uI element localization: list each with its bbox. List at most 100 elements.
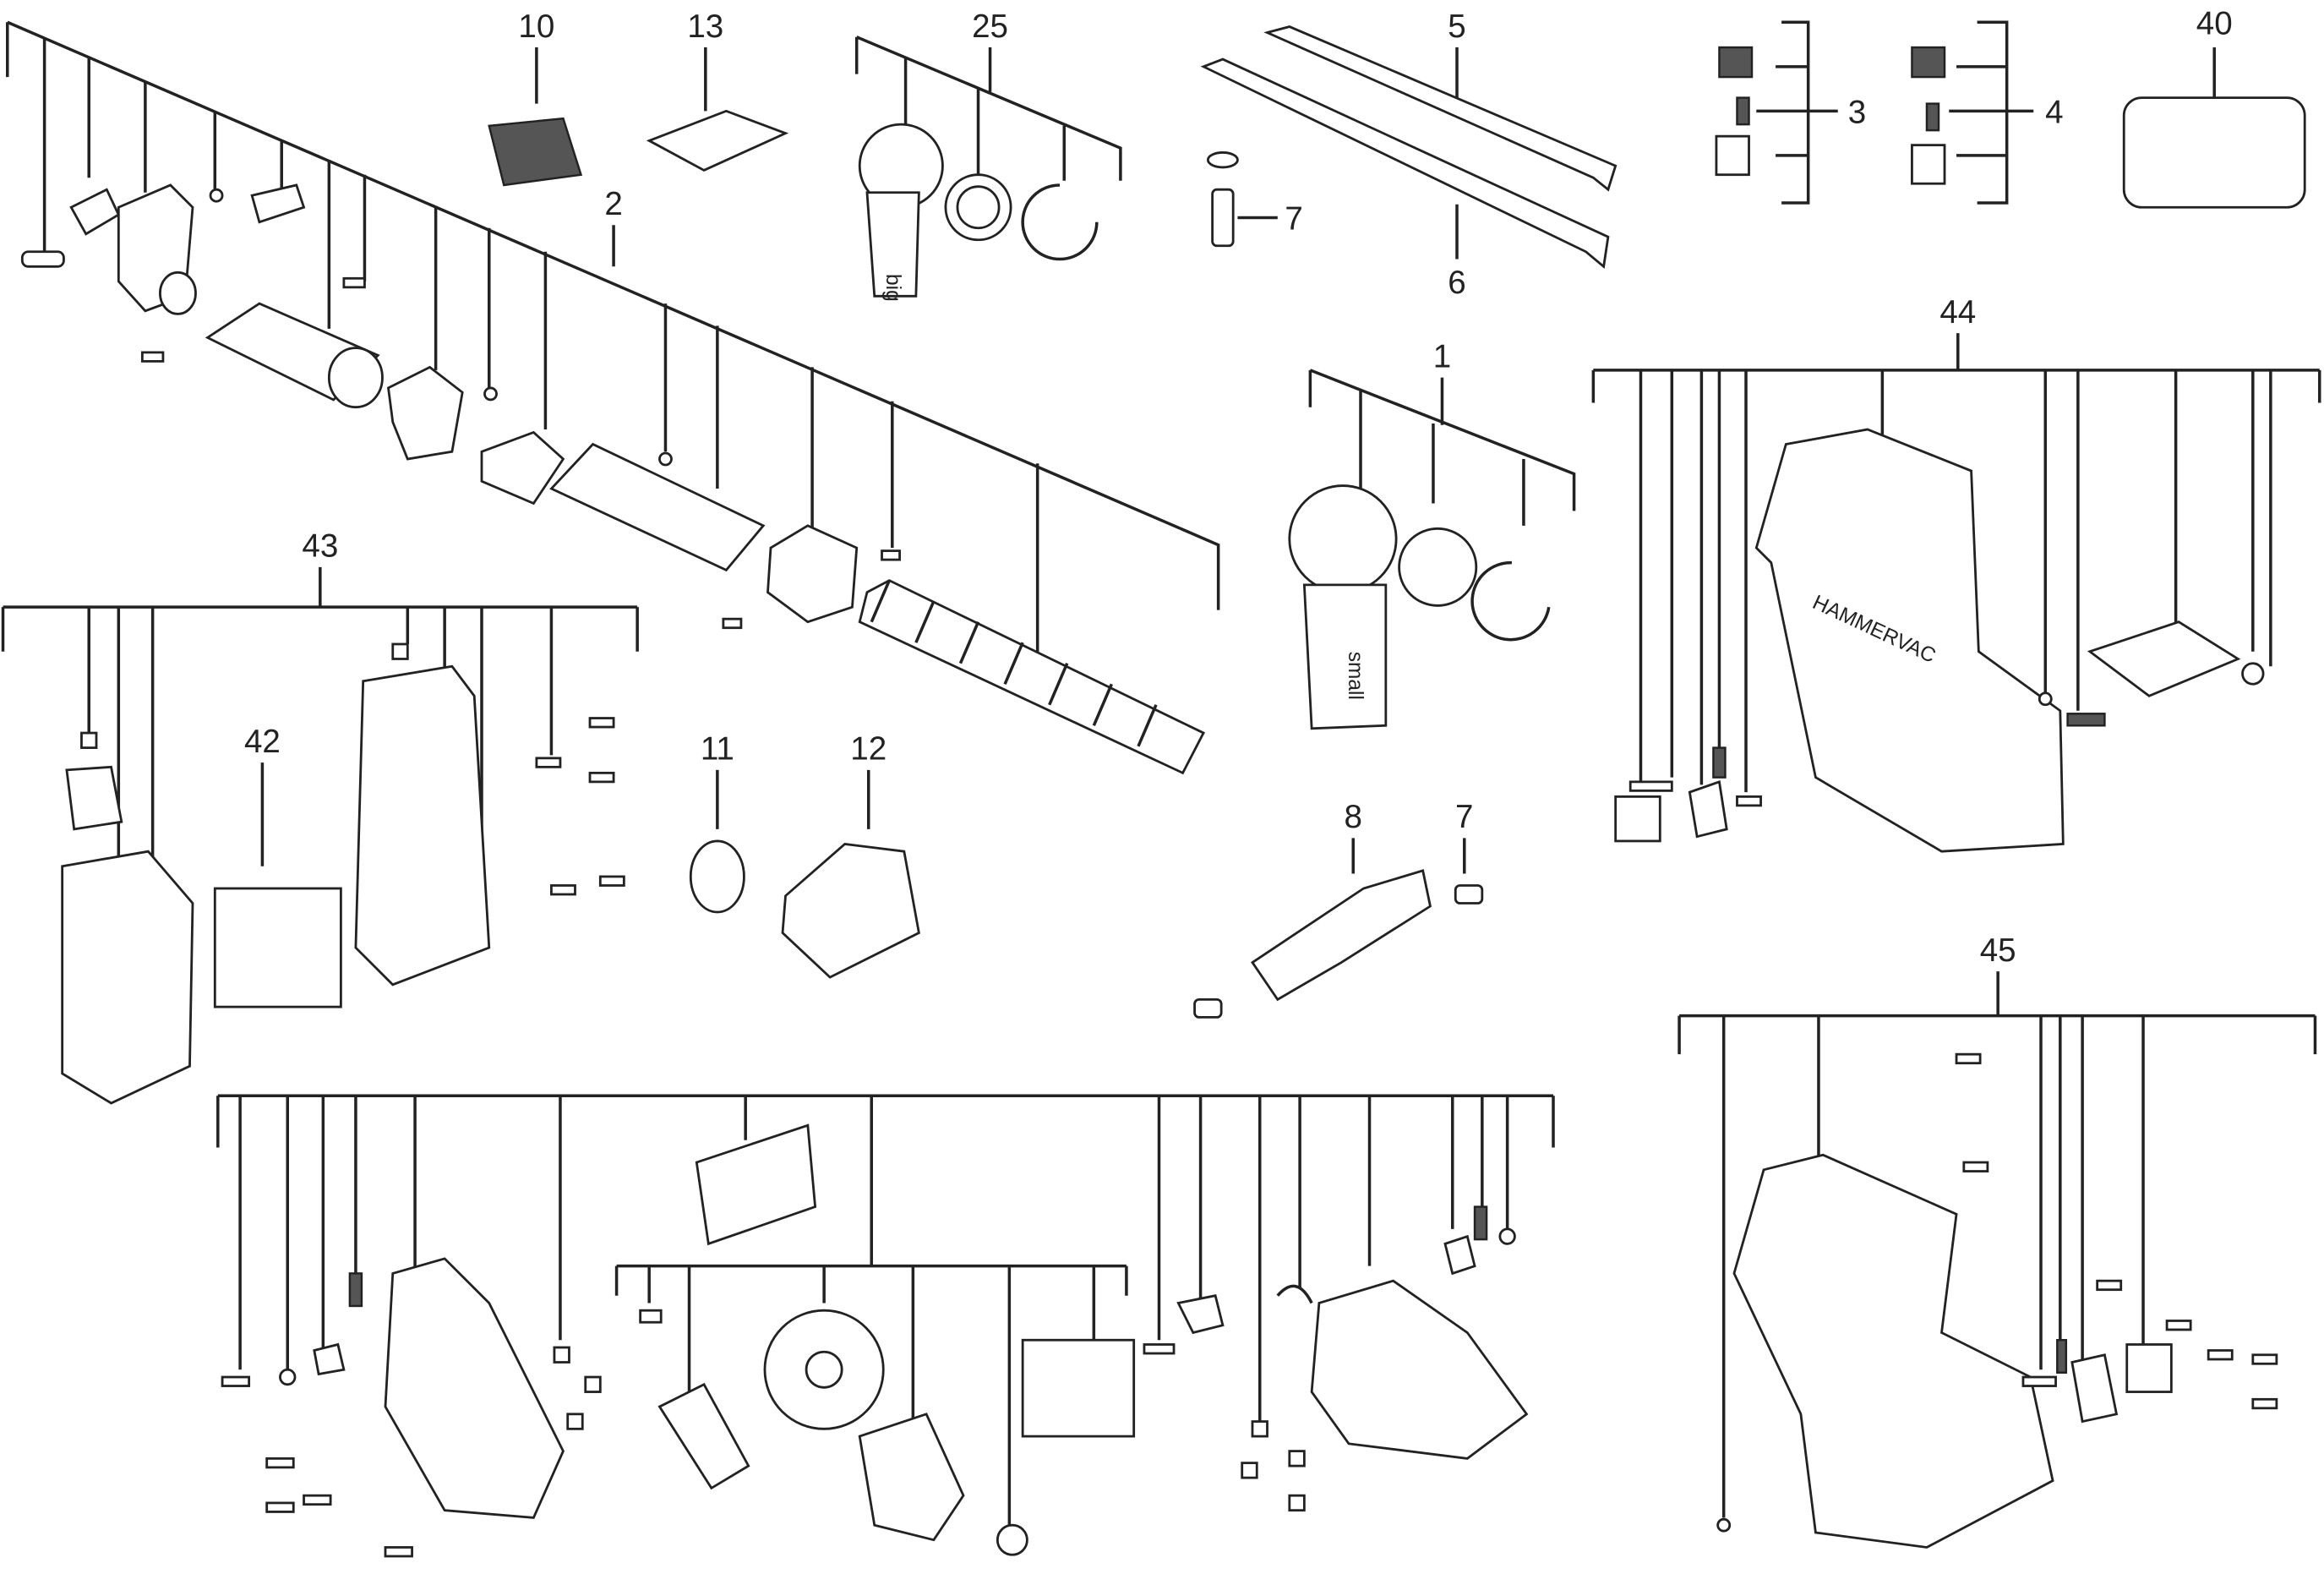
rail-part: [549, 442, 766, 572]
filter-mesh-part: [695, 1123, 817, 1246]
pin-part-7: [1454, 884, 1484, 905]
filter-pad-part: [2125, 1343, 2173, 1393]
spacer-part: [584, 1375, 602, 1393]
screw-part: [588, 717, 615, 729]
screw-part: [881, 549, 901, 561]
callout-4: 4: [2045, 94, 2063, 130]
screw-part: [265, 1456, 295, 1469]
pin-part: [1628, 780, 1673, 792]
spacer-part: [566, 1413, 584, 1430]
pin-part-7: [1211, 188, 1235, 248]
callout-7-top: 7: [1285, 201, 1302, 238]
clamp-part: [386, 365, 464, 461]
spacer-part: [1251, 1420, 1268, 1438]
nut-part: [2038, 691, 2053, 707]
pin-part: [639, 1309, 663, 1324]
filter-cover-part-13: [646, 109, 789, 172]
spacer-part: [1288, 1450, 1306, 1467]
lock-part: [1715, 134, 1750, 177]
dust-box-half-part: [61, 850, 194, 1105]
nut-part: [209, 188, 224, 203]
callout-45: 45: [1980, 932, 2016, 969]
screw-part: [384, 1546, 413, 1558]
screw-part: [265, 1501, 295, 1513]
screw-part: [221, 1375, 251, 1387]
latch-part: [69, 188, 121, 236]
nut-part: [483, 386, 498, 402]
spacer-part: [1288, 1494, 1306, 1512]
filter-pad-part: [1614, 795, 1661, 843]
screw-part: [140, 351, 165, 363]
retaining-ring-part: [1470, 560, 1551, 642]
callout-8: 8: [1345, 799, 1362, 835]
bellows-hose-part: [858, 579, 1206, 775]
collar-part: [766, 524, 859, 624]
screw-part: [2251, 1353, 2278, 1365]
screw-part: [342, 276, 366, 289]
screw-part: [391, 642, 409, 660]
spring-clip-part: [1276, 1284, 1313, 1304]
motor-filter-part: [1021, 1338, 1136, 1438]
latch-part: [1443, 1234, 1476, 1276]
nut-part: [279, 1368, 297, 1386]
big-marking: big: [881, 274, 904, 302]
strap-part-6: [1200, 57, 1610, 269]
nut-part: [1498, 1227, 1516, 1245]
spacer-part: [1241, 1462, 1258, 1479]
button-part: [1718, 46, 1754, 79]
nut-part: [658, 451, 673, 467]
adapter-small-part: small: [1288, 484, 1398, 730]
dust-box-half-part: [354, 664, 491, 986]
screw-part: [2251, 1397, 2278, 1410]
washer-part: [1206, 151, 1239, 169]
screw-part: [2096, 1279, 2123, 1292]
spring-part: [2066, 713, 2106, 727]
callout-2: 2: [604, 186, 622, 222]
tube-end-part: [327, 347, 384, 409]
spring-part: [1473, 1205, 1488, 1241]
clamp-part: [480, 430, 565, 506]
small-marking: small: [1344, 652, 1367, 700]
nozzle-tip-part: [159, 271, 197, 315]
button-part: [1911, 46, 1946, 79]
pin-part: [1143, 1343, 1176, 1355]
adapter-big-part: big: [858, 123, 944, 302]
screw-part: [1955, 1052, 1982, 1065]
callout-labels: 10 13 25 5 40 3 4 2 7 6 1 44 43 42 11 12…: [244, 5, 2233, 969]
motor-housing-half-part: [384, 1257, 565, 1519]
screw-part: [2207, 1349, 2234, 1361]
latch-part: [1688, 779, 1728, 839]
screw-part: [588, 771, 615, 784]
screw-part: [20, 250, 65, 268]
clip-part: [250, 183, 306, 224]
screw-part: [722, 617, 743, 630]
callout-25: 25: [972, 8, 1008, 45]
callout-13: 13: [687, 8, 723, 45]
seal-ring-part-11: [689, 839, 745, 914]
screw-part: [303, 1494, 332, 1506]
elbow-part-12: [781, 842, 920, 979]
washer-hole: [956, 185, 1001, 230]
screw-part: [1962, 1161, 1989, 1172]
retaining-ring-part: [1021, 183, 1099, 261]
callout-7-bottom: 7: [1455, 799, 1473, 835]
callout-1: 1: [1433, 338, 1451, 374]
screw-part: [2165, 1320, 2192, 1331]
spacer-part: [553, 1346, 570, 1364]
screw-part: [1193, 997, 1223, 1019]
screw-part: [80, 731, 98, 749]
callout-10: 10: [518, 8, 554, 45]
leader-lines: [1, 20, 2321, 1526]
strap-part-5: [1263, 25, 1618, 192]
label-plate-part-40: [2122, 96, 2306, 209]
callout-6: 6: [1448, 265, 1465, 301]
screw-part: [598, 875, 625, 887]
callout-11: 11: [701, 731, 734, 768]
spring-part: [1925, 102, 1940, 132]
bracket-part: [2087, 620, 2241, 697]
impeller-shaft-part: [657, 1382, 750, 1490]
motor-housing-half-part: [1310, 1279, 1529, 1460]
latch-part: [1176, 1294, 1225, 1335]
fan-hub: [805, 1350, 843, 1389]
